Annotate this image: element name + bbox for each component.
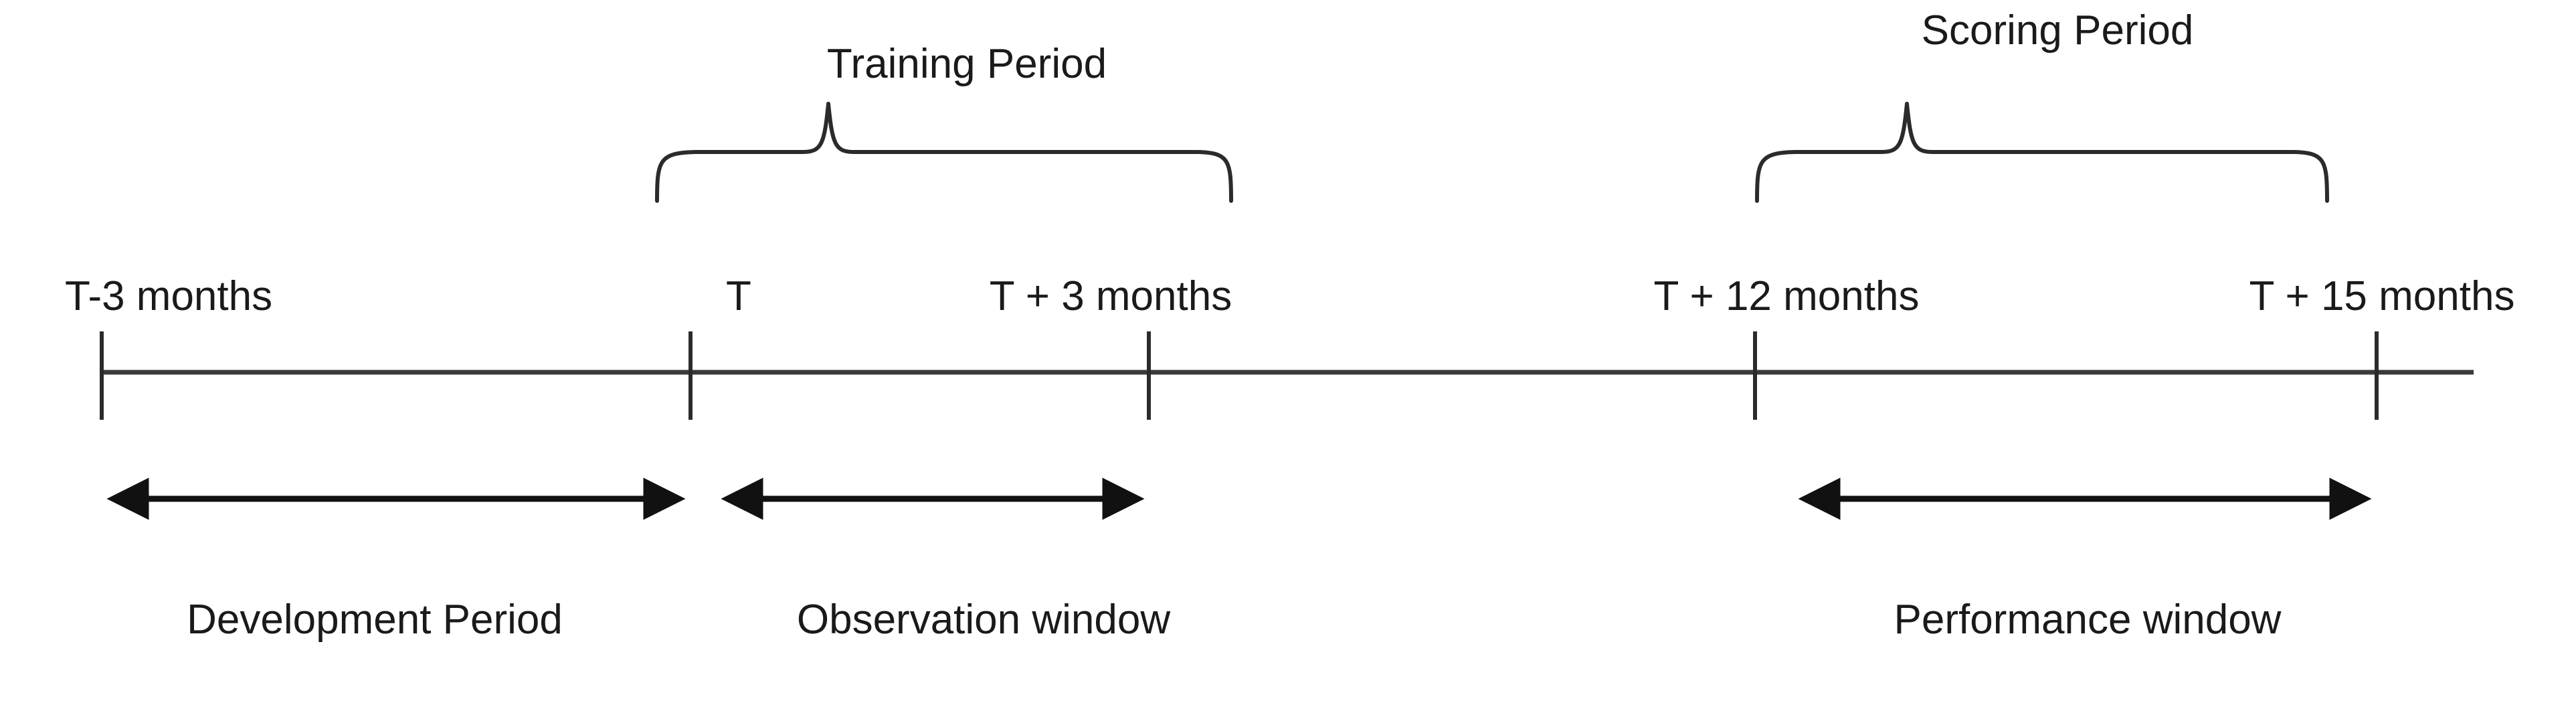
tick-label-t-zero: T <box>726 273 751 319</box>
window-label-observation-window: Observation window <box>796 597 1171 643</box>
tick-label-t-minus-3: T-3 months <box>65 273 273 319</box>
tick-label-t-plus-3: T + 3 months <box>989 273 1232 319</box>
timeline-tick-group <box>100 331 2379 420</box>
tick-label-t-plus-12: T + 12 months <box>1653 273 1920 319</box>
curly-brace-scoring-period <box>1755 102 2329 203</box>
window-label-development-period: Development Period <box>187 597 563 643</box>
brace-title-training-period: Training Period <box>826 41 1107 87</box>
brace-title-scoring-period: Scoring Period <box>1921 7 2194 54</box>
tick-label-t-plus-15: T + 15 months <box>2249 273 2515 319</box>
curly-brace-training-period <box>655 102 1233 203</box>
window-label-performance-window: Performance window <box>1894 597 2282 643</box>
